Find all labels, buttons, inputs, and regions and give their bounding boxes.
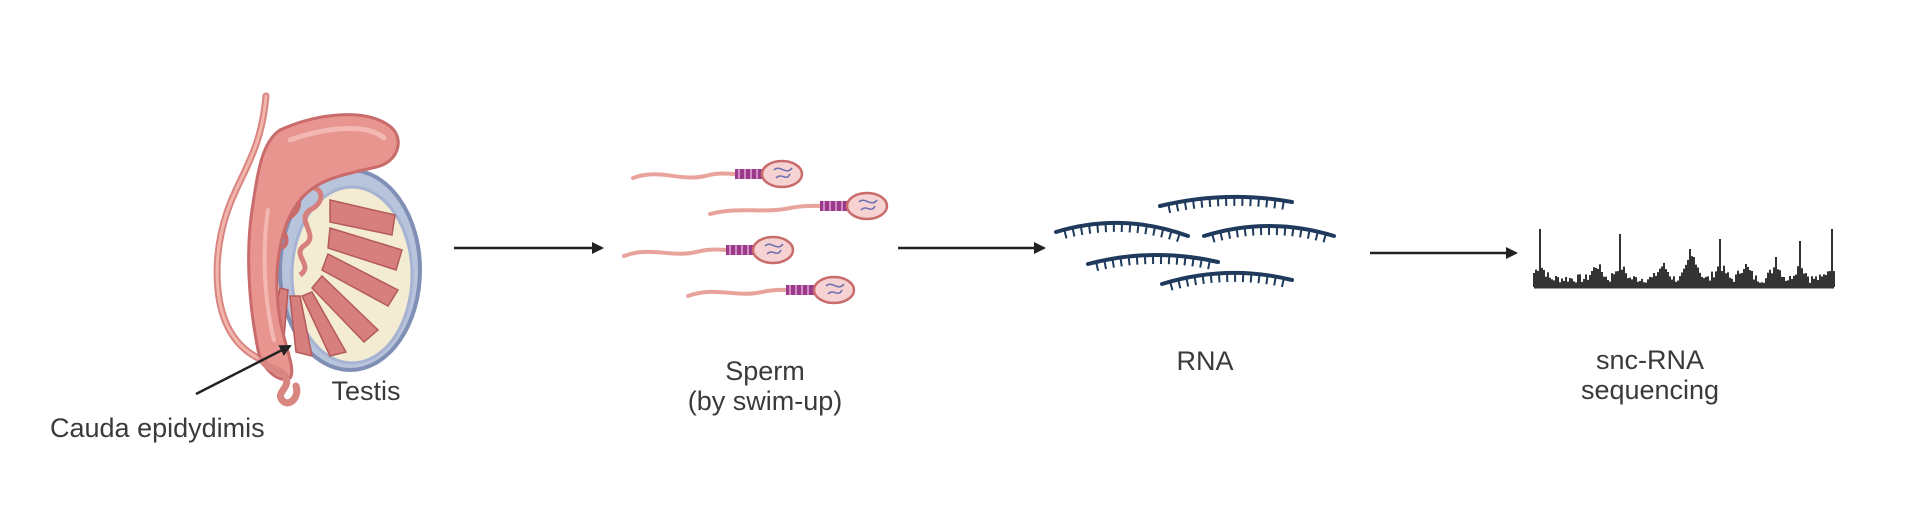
- rna-base-tick: [1169, 281, 1174, 291]
- rna-base-tick: [1136, 224, 1140, 234]
- rna-base-tick: [1096, 223, 1100, 233]
- rna-base-tick: [1168, 230, 1173, 240]
- rna-base-tick: [1243, 227, 1247, 237]
- rna-base-tick: [1273, 276, 1277, 286]
- rna-base-tick: [1111, 258, 1115, 268]
- rna-base-tick: [1185, 277, 1190, 287]
- rna-base-tick: [1257, 197, 1260, 207]
- rna-base-tick: [1135, 255, 1139, 265]
- sequencing-label: snc-RNA sequencing: [1530, 345, 1770, 405]
- sperm-cell-icon: [708, 191, 889, 221]
- rna-strands-icon: [1054, 194, 1336, 291]
- rna-base-tick: [1273, 199, 1277, 209]
- rna-base-tick: [1299, 228, 1303, 238]
- rna-base-tick: [1281, 200, 1285, 210]
- rna-base-tick: [1175, 255, 1179, 265]
- rna-base-tick: [1144, 225, 1148, 235]
- sperm-cell-icon: [622, 235, 795, 265]
- rna-base-tick: [1265, 275, 1269, 285]
- lobules-icon: [271, 199, 403, 358]
- rna-base-tick: [1208, 197, 1212, 207]
- rna-base-tick: [1322, 233, 1327, 243]
- rna-base-tick: [1306, 229, 1311, 239]
- rna-base-tick: [1191, 257, 1195, 267]
- rna-base-tick: [1251, 226, 1255, 236]
- sperm-cell-icon: [631, 159, 804, 189]
- rna-base-tick: [1207, 260, 1211, 270]
- rna-base-tick: [1211, 233, 1216, 243]
- rna-base-tick: [1219, 231, 1224, 241]
- sequencing-peaks-icon: [1533, 229, 1835, 289]
- rna-base-tick: [1119, 257, 1123, 267]
- rna-base-tick: [1167, 203, 1172, 214]
- rna-label: RNA: [1176, 346, 1234, 376]
- rna-base-tick: [1314, 231, 1319, 241]
- rna-base-tick: [1071, 227, 1076, 237]
- sequencing-label-line-1: snc-RNA: [1595, 345, 1704, 375]
- rna-base-tick: [1265, 198, 1269, 208]
- rna-base-tick: [1192, 199, 1196, 209]
- rna-base-tick: [1095, 261, 1100, 272]
- rna-base-tick: [1249, 197, 1252, 207]
- rna-base-tick: [1193, 276, 1197, 286]
- rna-base-tick: [1209, 274, 1213, 284]
- rna-base-tick: [1291, 227, 1295, 237]
- rna-base-tick: [1249, 273, 1253, 283]
- sperm-cell-icon: [686, 275, 856, 305]
- rna-base-tick: [1177, 279, 1182, 289]
- rna-base-tick: [1127, 256, 1131, 266]
- testis-epididymis-icon: [213, 92, 422, 407]
- rna-base-tick: [1283, 226, 1287, 236]
- rna-base-tick: [1201, 274, 1205, 285]
- rna-base-tick: [1128, 223, 1132, 233]
- sperm-label: Sperm (by swim-up): [660, 356, 870, 416]
- rna-base-tick: [1183, 256, 1187, 266]
- sperm-label-line-1: Sperm: [725, 356, 805, 386]
- rna-base-tick: [1167, 255, 1171, 265]
- sperm-cells-icon: [622, 159, 889, 305]
- sequencing-label-line-2: sequencing: [1580, 375, 1720, 405]
- rna-base-tick: [1063, 229, 1068, 239]
- cauda-pointer-arrow: [195, 344, 292, 396]
- rna-base-tick: [1235, 228, 1239, 238]
- rna-base-tick: [1183, 200, 1188, 211]
- rna-base-tick: [1152, 226, 1156, 236]
- sperm-label-line-2: (by swim-up): [687, 386, 843, 416]
- rna-base-tick: [1079, 225, 1084, 236]
- rna-base-tick: [1160, 228, 1165, 238]
- rna-base-tick: [1199, 258, 1203, 268]
- rna-base-tick: [1176, 232, 1181, 243]
- rna-base-tick: [1281, 277, 1285, 288]
- cauda-epididymis-label: Cauda epidydimis: [50, 413, 265, 443]
- rna-base-tick: [1175, 202, 1180, 212]
- testis-label: Testis: [331, 376, 401, 406]
- rna-base-tick: [1217, 273, 1221, 283]
- rna-base-tick: [1257, 274, 1261, 284]
- rna-base-tick: [1103, 260, 1107, 270]
- rna-base-tick: [1088, 224, 1092, 234]
- rna-base-tick: [1200, 198, 1204, 208]
- rna-base-tick: [1216, 197, 1220, 207]
- rna-base-tick: [1227, 229, 1232, 239]
- rna-base-tick: [1104, 223, 1107, 233]
